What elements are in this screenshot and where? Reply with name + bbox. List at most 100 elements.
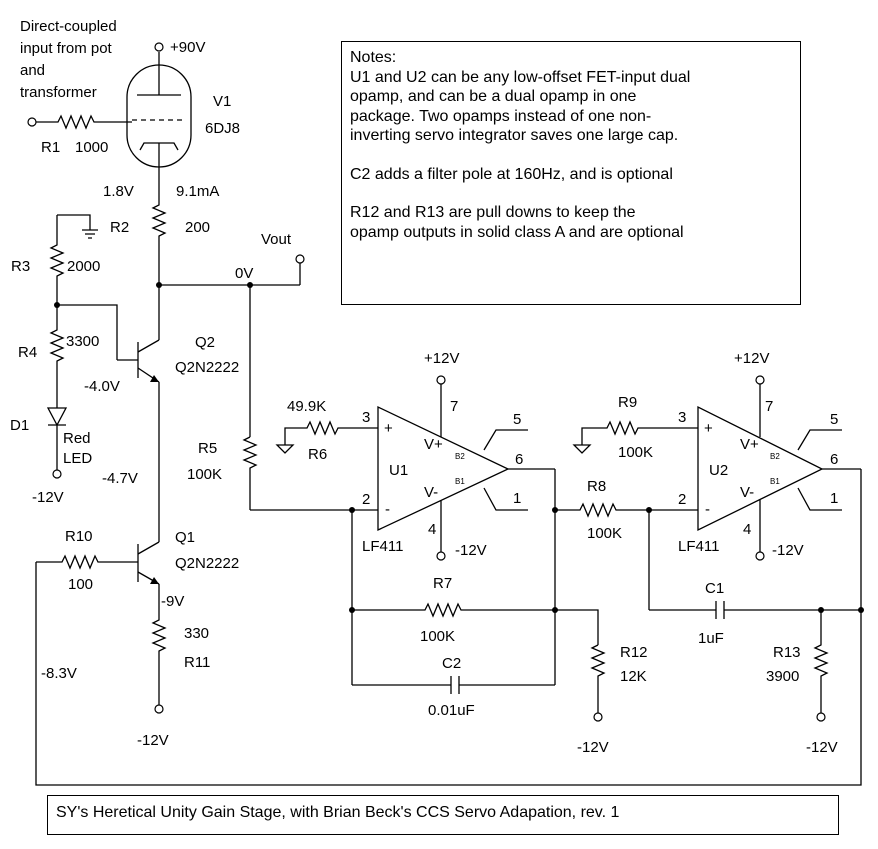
neg12-label-d1: -12V xyxy=(32,489,64,506)
u2-pin-7: 7 xyxy=(765,398,773,415)
u2-pin-2: 2 xyxy=(678,491,686,508)
v1-ref: V1 xyxy=(213,93,231,110)
ground-symbol-r3 xyxy=(82,229,98,239)
r12-value: 12K xyxy=(620,668,647,685)
u2-plus-sign: + xyxy=(704,420,713,437)
notes-line-6: C2 adds a filter pole at 160Hz, and is o… xyxy=(350,165,673,183)
neg12-terminal-u1 xyxy=(436,551,446,561)
v1-value: 6DJ8 xyxy=(205,120,240,137)
input-label-line-4: transformer xyxy=(20,84,97,101)
u2-pin-3: 3 xyxy=(678,409,686,426)
v1-current: 9.1mA xyxy=(176,183,219,200)
u1-pin-3: 3 xyxy=(362,409,370,426)
led-d1 xyxy=(46,407,68,470)
input-terminal xyxy=(27,117,37,127)
neg12-terminal-r12 xyxy=(593,712,603,722)
u2-minus-sign: - xyxy=(705,501,710,518)
d1-value-line-2: LED xyxy=(63,450,92,467)
r11-ref: R11 xyxy=(184,654,210,671)
c2-value: 0.01uF xyxy=(428,702,475,719)
vout-label: Vout xyxy=(261,231,292,248)
r13-ref: R13 xyxy=(773,644,801,661)
r2-value: 200 xyxy=(185,219,210,236)
neg12-terminal-r13 xyxy=(816,712,826,722)
q2-base-voltage: -4.0V xyxy=(84,378,120,395)
r7-ref: R7 xyxy=(433,575,452,592)
r1-value: 1000 xyxy=(75,139,108,156)
u2-pin-6: 6 xyxy=(830,451,838,468)
resistor-r3 xyxy=(49,215,65,305)
u2-pos-supply-label: +12V xyxy=(734,350,769,367)
u1-vplus-label: V+ xyxy=(424,436,443,453)
r8-ref: R8 xyxy=(587,478,606,495)
ground-symbol-r6 xyxy=(275,444,295,454)
input-label-line-3: and xyxy=(20,62,45,79)
neg12-terminal-r11 xyxy=(154,704,164,714)
u1-pin-1: 1 xyxy=(513,490,521,507)
resistor-r9 xyxy=(581,420,698,445)
r2-ref: R2 xyxy=(110,219,129,236)
resistor-r2 xyxy=(151,190,167,285)
v1-cathode-voltage: 1.8V xyxy=(103,183,134,200)
r9-value: 100K xyxy=(618,444,653,461)
q2-ref: Q2 xyxy=(195,334,215,351)
transistor-q2 xyxy=(117,339,160,383)
resistor-r12 xyxy=(590,644,606,713)
u2-b2-label: B2 xyxy=(770,452,780,461)
opamp-u1 xyxy=(377,382,555,552)
notes-line-8: R12 and R13 are pull downs to keep the xyxy=(350,204,636,221)
resistor-r4 xyxy=(49,305,65,408)
q1-emitter-voltage: -9V xyxy=(161,593,184,610)
neg12-label-u1: -12V xyxy=(455,542,487,559)
hv-terminal xyxy=(154,42,164,52)
r1-ref: R1 xyxy=(41,139,60,156)
neg12-label-r12: -12V xyxy=(577,739,609,756)
u1-vminus-label: V- xyxy=(424,484,438,501)
neg12-label-r13: -12V xyxy=(806,739,838,756)
transistor-q1 xyxy=(137,541,160,585)
r4-ref: R4 xyxy=(18,344,37,361)
r12-ref: R12 xyxy=(620,644,648,661)
input-label-line-1: Direct-coupled xyxy=(20,18,117,35)
r7-value: 100K xyxy=(420,628,455,645)
q1-value: Q2N2222 xyxy=(175,555,239,572)
r5-ref: R5 xyxy=(198,440,217,457)
u1-b1-label: B1 xyxy=(455,477,465,486)
resistor-r10 xyxy=(36,554,138,570)
notes-spacer xyxy=(350,146,792,165)
r5-value: 100K xyxy=(187,466,222,483)
r3-ref: R3 xyxy=(11,258,30,275)
resistor-r1 xyxy=(36,114,132,130)
u1-pin-6: 6 xyxy=(515,451,523,468)
u2-vminus-label: V- xyxy=(740,484,754,501)
capacitor-c1 xyxy=(649,601,861,619)
c1-value: 1uF xyxy=(698,630,724,647)
u1-minus-sign: - xyxy=(385,501,390,518)
q2-emitter-voltage: -4.7V xyxy=(102,470,138,487)
resistor-r7 xyxy=(352,602,555,618)
r3-value: 2000 xyxy=(67,258,100,275)
title-box: SY's Heretical Unity Gain Stage, with Br… xyxy=(47,795,839,835)
ground-symbol-r9 xyxy=(572,444,592,454)
notes-line-9: opamp outputs in solid class A and are o… xyxy=(350,223,684,241)
pos12-terminal-u2 xyxy=(755,375,765,385)
tube-v1 xyxy=(126,52,192,190)
u2-ref: U2 xyxy=(709,462,728,479)
u1-plus-sign: + xyxy=(384,420,393,437)
r9-ref: R9 xyxy=(618,394,637,411)
u2-vplus-label: V+ xyxy=(740,436,759,453)
u1-pin-5: 5 xyxy=(513,411,521,428)
u2-pin-1: 1 xyxy=(830,490,838,507)
opamp-u2 xyxy=(697,382,861,552)
notes-line-2: opamp, and can be a dual opamp in one xyxy=(350,88,637,105)
r10-ref: R10 xyxy=(65,528,93,545)
u2-value: LF411 xyxy=(678,538,719,555)
resistor-r6 xyxy=(284,420,378,445)
hv-supply-label: +90V xyxy=(170,39,205,56)
notes-line-4: inverting servo integrator saves one lar… xyxy=(350,127,679,144)
resistor-r5 xyxy=(242,436,258,510)
u2-pin-4: 4 xyxy=(743,521,751,538)
resistor-r8 xyxy=(555,502,698,518)
neg12-terminal-d1 xyxy=(52,469,62,479)
